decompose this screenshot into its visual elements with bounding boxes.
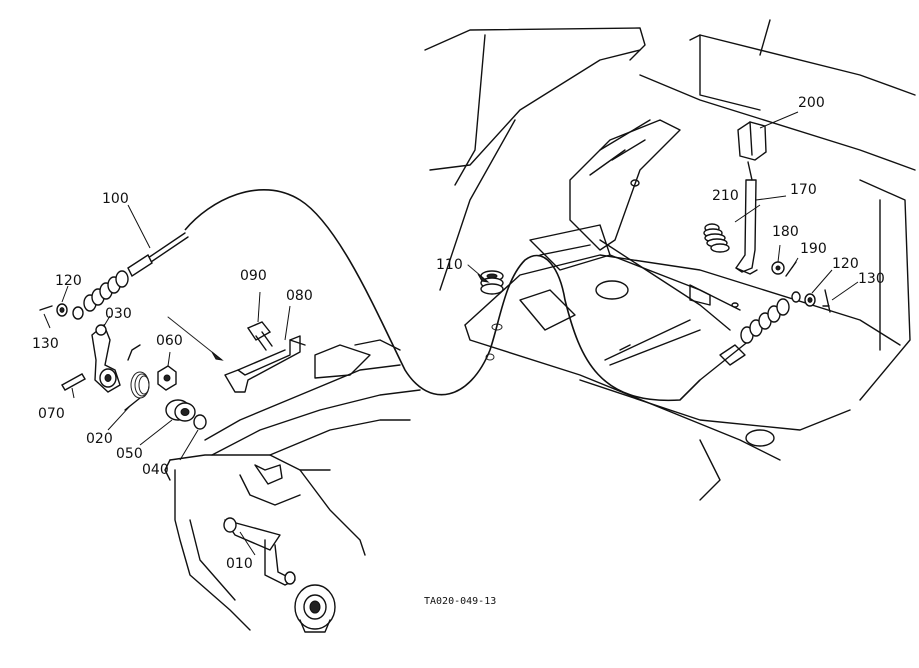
label-020: 020 xyxy=(86,431,113,447)
pedal-bracket xyxy=(529,119,741,311)
label-090: 090 xyxy=(240,268,267,284)
shift-lever-170 xyxy=(735,179,758,275)
label-170: 170 xyxy=(790,182,817,198)
label-120-right: 120 xyxy=(832,256,859,272)
spring-020 xyxy=(124,344,150,411)
shaft-010 xyxy=(223,517,296,586)
floor-panel xyxy=(424,19,916,501)
label-040: 040 xyxy=(142,462,169,478)
spring-210 xyxy=(703,223,730,253)
label-060: 060 xyxy=(156,333,183,349)
label-070: 070 xyxy=(38,406,65,422)
linkage-rods xyxy=(599,239,739,366)
label-130-left: 130 xyxy=(32,336,59,352)
label-100: 100 xyxy=(102,191,129,207)
ring-040 xyxy=(193,414,207,430)
figure-reference-code: TA020-049-13 xyxy=(424,596,496,607)
label-130-right: 130 xyxy=(858,271,885,287)
label-080: 080 xyxy=(286,288,313,304)
knob-200 xyxy=(737,121,767,181)
grommet-110 xyxy=(480,270,504,295)
label-110: 110 xyxy=(436,257,463,273)
label-180: 180 xyxy=(772,224,799,240)
cable-spring-left xyxy=(83,270,129,312)
cable-left-end xyxy=(39,232,189,320)
label-210: 210 xyxy=(712,188,739,204)
label-030: 030 xyxy=(105,306,132,322)
bracket-080 xyxy=(224,335,306,393)
cable-right-end xyxy=(699,289,831,381)
label-190: 190 xyxy=(800,241,827,257)
bushing-050 xyxy=(165,399,196,422)
arrow-head-grommet xyxy=(477,273,490,283)
label-010: 010 xyxy=(226,556,253,572)
cable-spring-right xyxy=(740,298,790,344)
leader-lines xyxy=(43,111,859,556)
pin-070 xyxy=(61,373,86,391)
bolt-090 xyxy=(246,321,273,351)
label-200: 200 xyxy=(798,95,825,111)
label-050: 050 xyxy=(116,446,143,462)
label-120-left: 120 xyxy=(55,273,82,289)
control-cable xyxy=(184,189,701,402)
washer-180 xyxy=(771,261,785,275)
arrow-head-bracket xyxy=(211,351,224,361)
lever-030 xyxy=(91,323,121,393)
nut-060 xyxy=(157,365,177,391)
gear-hub xyxy=(294,584,336,633)
transmission-housing xyxy=(164,339,421,631)
part-labels: 100 120 130 030 060 090 080 070 020 050 … xyxy=(32,95,885,572)
